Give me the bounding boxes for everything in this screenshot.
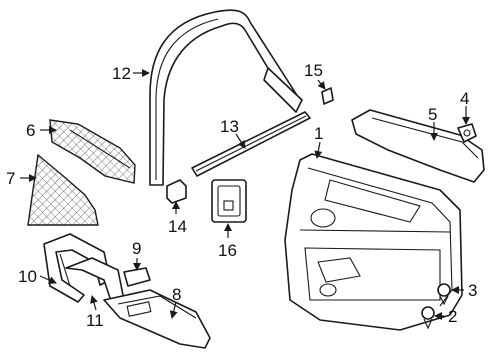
sound-absorber-upper (49, 119, 136, 184)
window-frame-seal (149, 9, 303, 186)
callout-11: 11 (86, 311, 104, 330)
leader-1 (314, 141, 323, 159)
door-trim-panel (284, 153, 463, 331)
upper-trim (351, 109, 485, 183)
callout-9: 9 (132, 239, 141, 258)
callout-13: 13 (220, 117, 239, 136)
pull-handle-bracket (43, 233, 111, 303)
sound-absorber-lower (27, 153, 99, 226)
callout-14: 14 (168, 217, 187, 236)
callout-7: 7 (6, 169, 15, 188)
callout-8: 8 (172, 285, 181, 304)
leader-8 (169, 301, 178, 319)
beltline-weatherstrip (191, 111, 311, 177)
callout-10: 10 (18, 267, 37, 286)
leader-lines (20, 69, 470, 320)
leader-13 (235, 133, 246, 149)
push-pin-3 (437, 283, 451, 306)
clip-14 (166, 179, 187, 204)
switch-9 (123, 267, 151, 287)
callout-15: 15 (304, 61, 323, 80)
leader-11 (90, 295, 98, 311)
callout-labels: 1 2 3 4 5 6 7 8 9 10 11 12 13 14 15 16 (6, 61, 477, 330)
retainer-clip-15 (321, 87, 334, 105)
armrest (103, 289, 211, 349)
callout-16: 16 (218, 241, 237, 260)
callout-12: 12 (112, 64, 131, 83)
callout-4: 4 (460, 89, 469, 108)
callout-2: 2 (448, 307, 457, 326)
callout-1: 1 (314, 124, 323, 143)
leader-10 (39, 275, 57, 284)
window-switch (211, 179, 247, 223)
push-pin-2 (421, 306, 435, 330)
bracket-4 (457, 123, 477, 143)
callout-6: 6 (26, 121, 35, 140)
callout-3: 3 (468, 281, 477, 300)
leader-15 (317, 79, 326, 90)
callout-5: 5 (428, 105, 437, 124)
